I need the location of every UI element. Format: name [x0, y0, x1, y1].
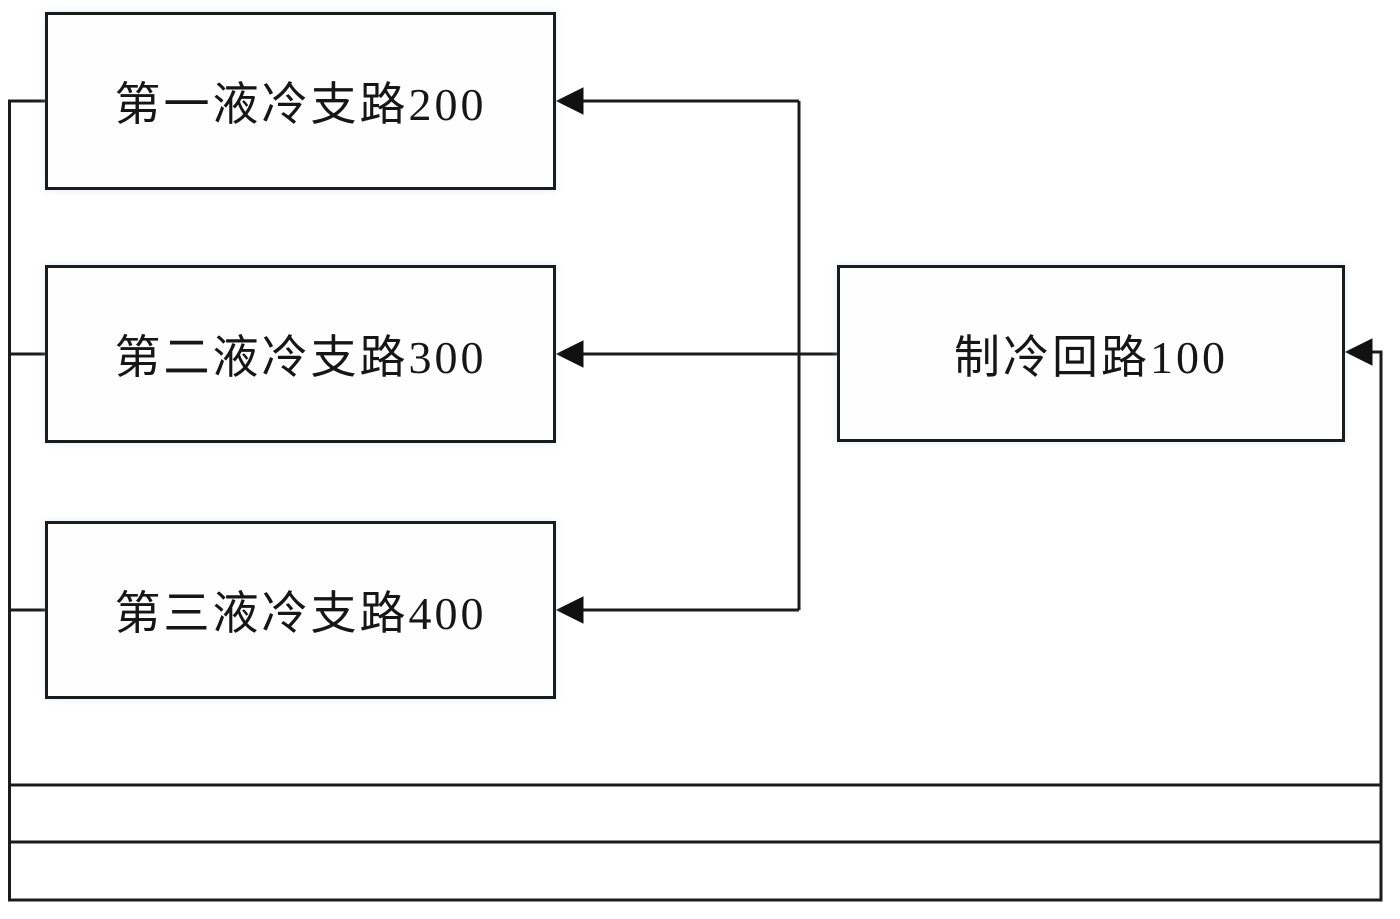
edge-right-return-trunk — [1368, 350, 1383, 902]
node-refrigeration-loop: 制冷回路100 — [837, 265, 1345, 442]
node-second-liquid-cooling-branch-label: 第二液冷支路300 — [114, 332, 487, 383]
node-second-liquid-cooling-branch: 第二液冷支路300 — [45, 265, 556, 443]
edge-left-manifold — [8, 99, 45, 900]
node-third-liquid-cooling-branch: 第三液冷支路400 — [45, 521, 556, 699]
arrowhead-into-branch400 — [555, 596, 584, 624]
node-first-liquid-cooling-branch: 第一液冷支路200 — [45, 12, 556, 190]
node-first-liquid-cooling-branch-label: 第一液冷支路200 — [114, 79, 487, 130]
arrowhead-into-branch200 — [555, 87, 584, 115]
arrowhead-into-branch300 — [555, 340, 584, 368]
node-refrigeration-loop-label: 制冷回路100 — [954, 331, 1228, 383]
node-third-liquid-cooling-branch-label: 第三液冷支路400 — [114, 588, 487, 639]
arrowhead-into-refrigeration-loop — [1344, 338, 1373, 366]
